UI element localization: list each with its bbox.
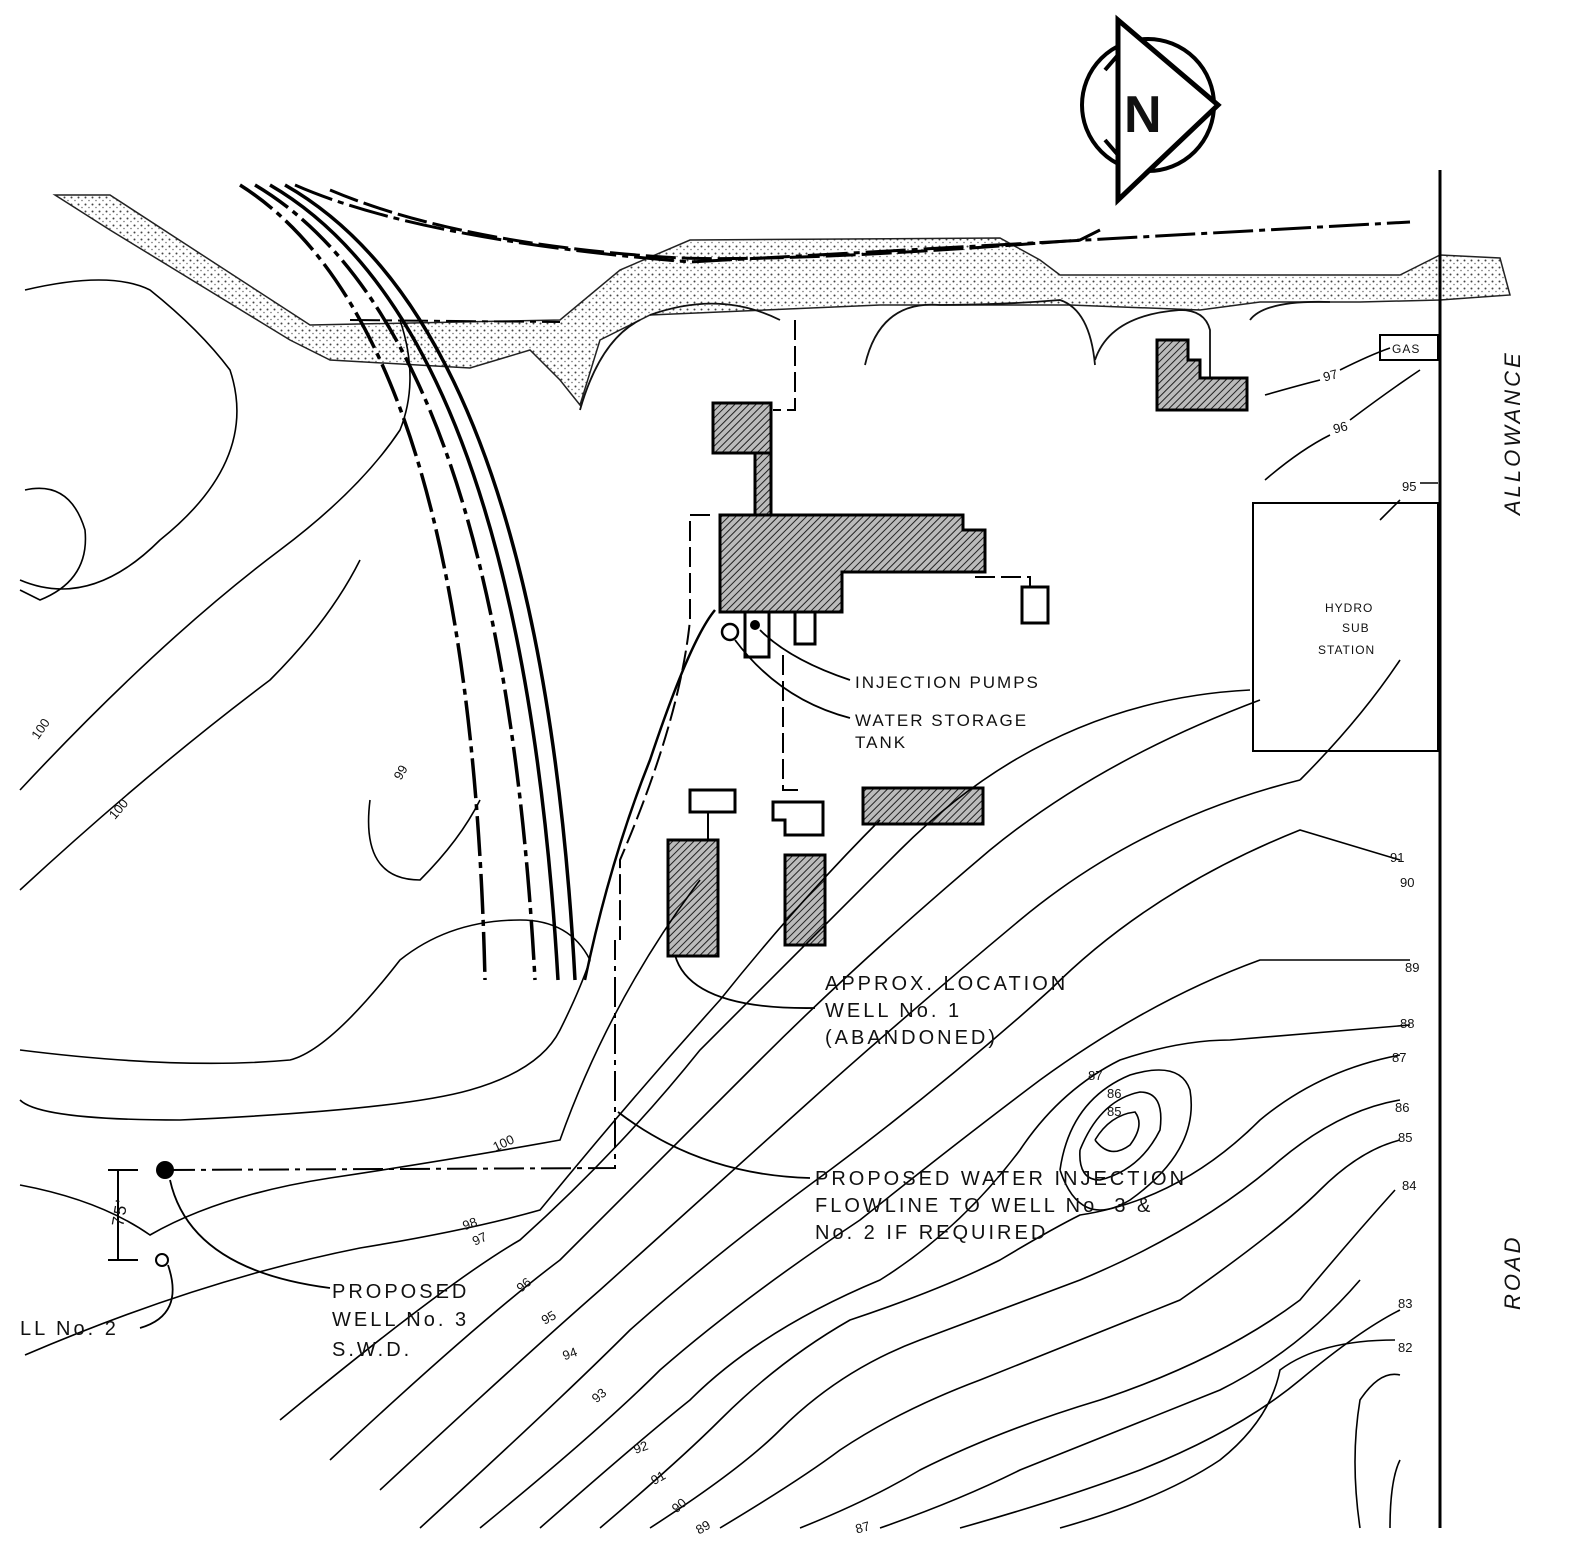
hydro-label-line3: STATION bbox=[1318, 643, 1375, 657]
contour-label: 96 bbox=[1331, 418, 1349, 436]
north-arrow-icon: N bbox=[1080, 14, 1222, 206]
contour-lines bbox=[19, 279, 1438, 1529]
well2-label: LL No. 2 bbox=[20, 1318, 119, 1340]
proposed-injection-flowline bbox=[164, 940, 616, 1171]
contour-label: 99 bbox=[391, 762, 411, 782]
proposed-well-3-icon bbox=[156, 1161, 174, 1179]
contour-label: 83 bbox=[1398, 1296, 1412, 1311]
well3-label-line2: WELL No. 3 bbox=[332, 1309, 469, 1331]
gas-building bbox=[1155, 338, 1249, 412]
contour-label: 97 bbox=[1321, 366, 1339, 384]
small-shed-a bbox=[793, 610, 817, 646]
well1-label-line3: (ABANDONED) bbox=[825, 1027, 998, 1049]
contour-label: 90 bbox=[669, 1495, 690, 1516]
contour-label: 87 bbox=[1088, 1068, 1102, 1083]
flowline-label-line1: PROPOSED WATER INJECTION bbox=[815, 1168, 1187, 1190]
contour-label: 82 bbox=[1398, 1340, 1412, 1355]
gas-label: GAS bbox=[1392, 342, 1420, 356]
contour-label: 87 bbox=[1392, 1050, 1406, 1065]
flowline-label-line2: FLOWLINE TO WELL No. 3 & bbox=[815, 1195, 1153, 1217]
contour-label: 85 bbox=[1107, 1104, 1121, 1119]
contour-label: 95 bbox=[539, 1307, 559, 1327]
contour-label: 89 bbox=[1405, 960, 1419, 975]
hydro-substation bbox=[1252, 502, 1439, 752]
hydro-label-line1: HYDRO bbox=[1325, 601, 1373, 615]
contour-label: 100 bbox=[490, 1132, 516, 1155]
contour-label: 98 bbox=[460, 1214, 479, 1233]
facility-buildings bbox=[666, 338, 1249, 958]
driveway-loops bbox=[579, 299, 1331, 411]
contour-label: 91 bbox=[648, 1468, 668, 1488]
contour-label: 91 bbox=[1390, 850, 1404, 865]
building-connector bbox=[753, 451, 773, 517]
contour-label: 88 bbox=[1400, 1016, 1414, 1031]
well-offset-label: 75' bbox=[108, 1197, 132, 1228]
water-storage-tank-icon bbox=[720, 622, 740, 642]
contour-label: 93 bbox=[589, 1385, 610, 1406]
flowline-label-line3: No. 2 IF REQUIRED bbox=[815, 1222, 1048, 1244]
water-storage-label-line1: WATER STORAGE bbox=[855, 711, 1028, 730]
outbuilding-c bbox=[771, 800, 825, 837]
injection-pumps-label: INJECTION PUMPS bbox=[855, 673, 1040, 692]
outbuilding-b bbox=[666, 838, 720, 958]
outbuilding-a bbox=[688, 788, 737, 814]
contour-label: 97 bbox=[470, 1229, 489, 1249]
road-label: ROAD bbox=[1500, 1234, 1525, 1310]
contour-label: 94 bbox=[560, 1344, 579, 1363]
gravel-access-road bbox=[52, 194, 1511, 407]
well-2-icon bbox=[155, 1253, 169, 1267]
building-north bbox=[711, 401, 773, 455]
contour-label: 100 bbox=[28, 716, 53, 742]
contour-label: 86 bbox=[1395, 1100, 1409, 1115]
well3-label-line1: PROPOSED bbox=[332, 1281, 469, 1303]
water-storage-label-line2: TANK bbox=[855, 733, 907, 752]
contour-label: 86 bbox=[1107, 1086, 1121, 1101]
contour-label: 84 bbox=[1402, 1178, 1416, 1193]
small-shed-b bbox=[1020, 585, 1050, 625]
well1-label-line1: APPROX. LOCATION bbox=[825, 973, 1068, 995]
injection-pump-icon bbox=[750, 620, 760, 630]
leader-lines bbox=[139, 629, 851, 1329]
well3-label-line3: S.W.D. bbox=[332, 1339, 412, 1361]
road-allowance-label: ALLOWANCE bbox=[1500, 350, 1525, 517]
contour-label: 96 bbox=[513, 1274, 534, 1295]
contour-label: 87 bbox=[854, 1518, 872, 1536]
hydro-label-line2: SUB bbox=[1342, 621, 1370, 635]
main-plant-building bbox=[718, 513, 987, 614]
contour-label: 90 bbox=[1400, 875, 1414, 890]
contour-label: 92 bbox=[631, 1438, 650, 1457]
contour-label: 89 bbox=[693, 1517, 713, 1537]
contour-label: 100 bbox=[106, 796, 131, 822]
contour-label: 85 bbox=[1398, 1130, 1412, 1145]
north-arrow-letter: N bbox=[1124, 86, 1162, 144]
well-offset-dimension bbox=[108, 1169, 138, 1261]
railway-tracks bbox=[239, 183, 1411, 981]
contour-label: 95 bbox=[1402, 479, 1416, 494]
well1-label-line2: WELL No. 1 bbox=[825, 1000, 962, 1022]
